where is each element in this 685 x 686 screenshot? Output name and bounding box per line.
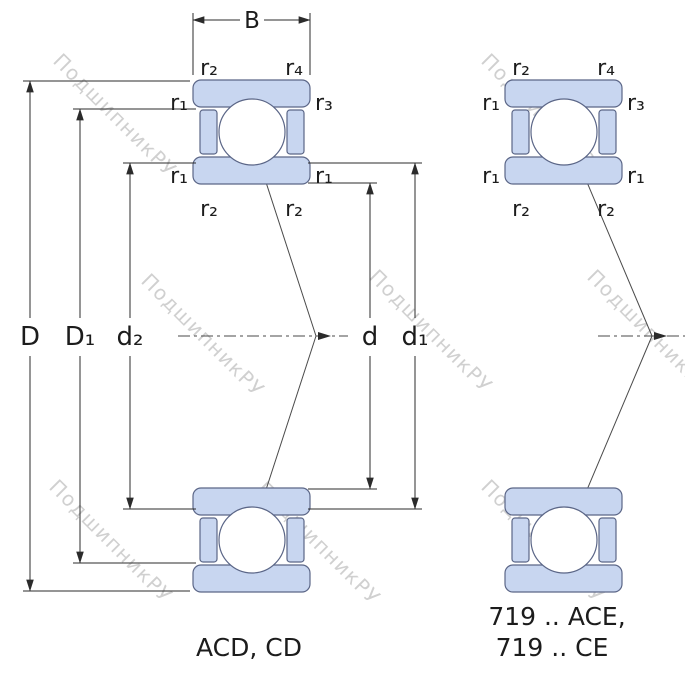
dim-label-D: D — [20, 322, 40, 352]
bearing-left-top-assembly — [192, 79, 311, 185]
watermark-text: ПодшипникРУ — [136, 269, 269, 402]
caption-left: ACD, CD — [196, 633, 302, 662]
contact-angle-apex-arrow — [318, 332, 331, 340]
watermark-text: ПодшипникРУ — [364, 265, 497, 398]
r-label-r3: r₃ — [315, 91, 333, 116]
r-label-r1: r₁ — [170, 91, 188, 116]
r-label-r2: r₂ — [597, 197, 615, 222]
r-label-r1: r₁ — [170, 164, 188, 189]
dim-label-d: d — [362, 322, 379, 352]
r-label-r2: r₂ — [512, 197, 530, 222]
bearing-left-bottom-assembly — [192, 487, 311, 593]
r-label-r2: r₂ — [200, 197, 218, 222]
bearing-right-top-assembly — [504, 79, 623, 185]
dim-label-D1: D₁ — [65, 322, 95, 352]
r-label-r2: r₂ — [512, 56, 530, 81]
bearing-right-bottom-assembly — [504, 487, 623, 593]
r-label-r1: r₁ — [315, 164, 333, 189]
contact-angle-apex-arrow — [654, 332, 667, 340]
watermark-text: ПодшипникРУ — [48, 49, 181, 182]
watermark-text: ПодшипникРУ — [582, 265, 685, 398]
r-label-r4: r₄ — [597, 56, 615, 81]
caption-right-line2: 719 .. CE — [496, 633, 609, 662]
r-label-r1: r₁ — [627, 164, 645, 189]
figure-left: B D D₁ d₂ d d₁ r₂ r₄ r₁ r₃ — [20, 8, 428, 662]
figure-right: r₂ r₄ r₁ r₃ r₁ r₁ r₂ r₂ 719 .. ACE, 719 … — [482, 56, 685, 662]
r-label-r1: r₁ — [482, 91, 500, 116]
dim-label-B: B — [244, 8, 260, 34]
dim-label-d2: d₂ — [117, 322, 144, 352]
caption-right-line1: 719 .. ACE, — [488, 602, 625, 631]
r-label-r4: r₄ — [285, 56, 303, 81]
dim-label-d1: d₁ — [402, 322, 429, 352]
watermark-text: ПодшипникРУ — [44, 475, 177, 608]
r-label-r2: r₂ — [285, 197, 303, 222]
r-label-r3: r₃ — [627, 91, 645, 116]
r-label-r2: r₂ — [200, 56, 218, 81]
r-label-r1: r₁ — [482, 164, 500, 189]
